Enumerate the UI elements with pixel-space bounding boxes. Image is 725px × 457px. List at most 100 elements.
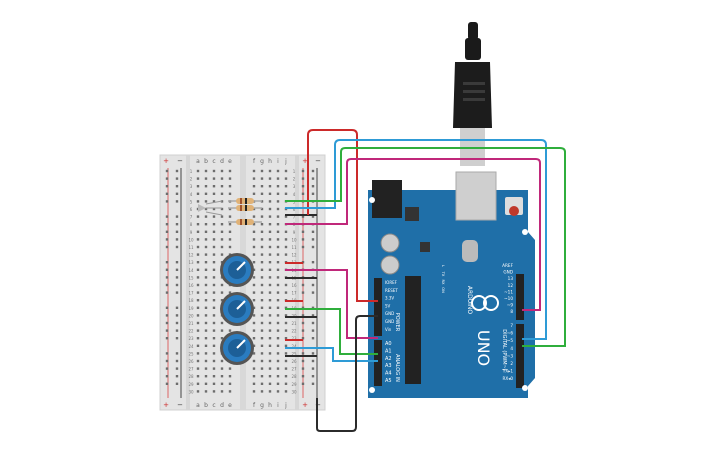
rail-label-top: − xyxy=(177,157,183,165)
digital-pin-label: RX◂0 xyxy=(502,376,513,381)
row-number: 21 xyxy=(188,321,194,326)
digital-pin-label: 12 xyxy=(508,283,514,288)
row-number: 21 xyxy=(291,321,297,326)
digital-pin-label: TX▸1 xyxy=(502,369,514,374)
row-number: 16 xyxy=(291,283,297,288)
potentiometer-2[interactable] xyxy=(220,292,254,326)
power-pin-label: Vin xyxy=(385,327,392,332)
analog-pin-label: A0 xyxy=(385,341,392,347)
potentiometer-1[interactable] xyxy=(220,253,254,287)
led-label: TX xyxy=(441,271,445,277)
column-letter: e xyxy=(228,158,232,165)
row-number: 11 xyxy=(188,245,194,250)
row-number: 1 xyxy=(293,169,296,174)
row-number: 4 xyxy=(293,192,296,197)
row-number: 11 xyxy=(291,245,297,250)
row-number: 3 xyxy=(190,184,193,189)
row-number: 24 xyxy=(188,344,194,349)
row-number: 10 xyxy=(291,237,297,242)
column-letter: g xyxy=(260,158,264,165)
row-number: 12 xyxy=(291,253,297,258)
analog-pin-label: A4 xyxy=(385,371,392,377)
rail-label-bottom: + xyxy=(302,401,308,409)
row-number: 26 xyxy=(188,359,194,364)
row-number: 10 xyxy=(188,237,194,242)
row-number: 22 xyxy=(291,329,297,334)
digital-pin-label: 13 xyxy=(508,276,514,281)
usb-cable[interactable] xyxy=(453,22,492,166)
digital-pin-label: ~6 xyxy=(507,331,514,336)
digital-pin-label: ~5 xyxy=(507,338,514,343)
row-number: 27 xyxy=(291,367,297,372)
row-number: 14 xyxy=(188,268,194,273)
column-letter: g xyxy=(260,402,264,409)
row-number: 9 xyxy=(190,230,193,235)
digital-pin-label: 4 xyxy=(510,346,513,351)
column-letter: h xyxy=(268,402,272,409)
analog-pin-label: A3 xyxy=(385,363,392,369)
row-number: 23 xyxy=(291,336,297,341)
resistor-2[interactable] xyxy=(228,205,262,211)
led-label: ON xyxy=(441,287,445,293)
digital-pin-label: GND xyxy=(503,270,513,275)
row-number: 6 xyxy=(293,207,296,212)
row-number: 25 xyxy=(291,351,297,356)
breadboard-jumpers[interactable] xyxy=(285,214,317,357)
row-number: 26 xyxy=(291,359,297,364)
wires[interactable] xyxy=(285,129,566,432)
column-letter: j xyxy=(284,158,287,165)
row-number: 19 xyxy=(188,306,194,311)
resistor-1[interactable] xyxy=(228,198,262,204)
analog-pin-label: A1 xyxy=(385,348,392,354)
row-number: 30 xyxy=(291,389,297,394)
row-number: 25 xyxy=(188,351,194,356)
row-number: 12 xyxy=(188,253,194,258)
row-number: 18 xyxy=(188,298,194,303)
board-name: UNO xyxy=(474,330,493,366)
row-number: 2 xyxy=(190,177,193,182)
row-number: 23 xyxy=(188,336,194,341)
digital-pin-label: ~3 xyxy=(507,353,514,358)
row-number: 6 xyxy=(190,207,193,212)
row-number: 2 xyxy=(293,177,296,182)
row-number: 17 xyxy=(291,291,297,296)
digital-pin-label: 7 xyxy=(510,323,513,328)
column-letter: e xyxy=(228,402,232,409)
row-number: 13 xyxy=(188,260,194,265)
row-number: 20 xyxy=(291,313,297,318)
row-number: 29 xyxy=(291,382,297,387)
arduino-uno[interactable] xyxy=(368,171,535,398)
power-pin-label: GND xyxy=(385,319,394,324)
rail-label-bottom: + xyxy=(163,401,169,409)
row-number: 28 xyxy=(291,374,297,379)
row-number: 30 xyxy=(188,389,194,394)
power-pin-label: RESET xyxy=(385,288,398,293)
column-letter: d xyxy=(220,402,224,409)
digital-header-title: DIGITAL (PWM~) xyxy=(501,329,507,371)
row-number: 4 xyxy=(190,192,193,197)
column-letter: b xyxy=(204,402,208,409)
digital-pin-label: 8 xyxy=(510,309,513,314)
rgb-led[interactable] xyxy=(198,200,223,216)
potentiometer-3[interactable] xyxy=(220,331,254,365)
column-letter: f xyxy=(253,402,256,409)
digital-pin-label: ~10 xyxy=(504,296,513,301)
brand-label: ARDUINO xyxy=(466,286,473,315)
column-letter: h xyxy=(268,158,272,165)
resistor-3[interactable] xyxy=(228,219,262,225)
row-number: 17 xyxy=(188,291,194,296)
column-letter: b xyxy=(204,158,208,165)
row-number: 3 xyxy=(293,184,296,189)
row-number: 1 xyxy=(190,169,193,174)
power-pin-label: IOREF xyxy=(385,280,398,285)
row-number: 8 xyxy=(190,222,193,227)
digital-pin-label: ~9 xyxy=(507,303,514,308)
analog-pin-label: A2 xyxy=(385,356,392,362)
column-letter: d xyxy=(220,158,224,165)
power-pin-label: GND xyxy=(385,311,394,316)
row-number: 7 xyxy=(190,215,193,220)
row-number: 7 xyxy=(293,215,296,220)
rail-label-bottom: − xyxy=(177,401,183,409)
